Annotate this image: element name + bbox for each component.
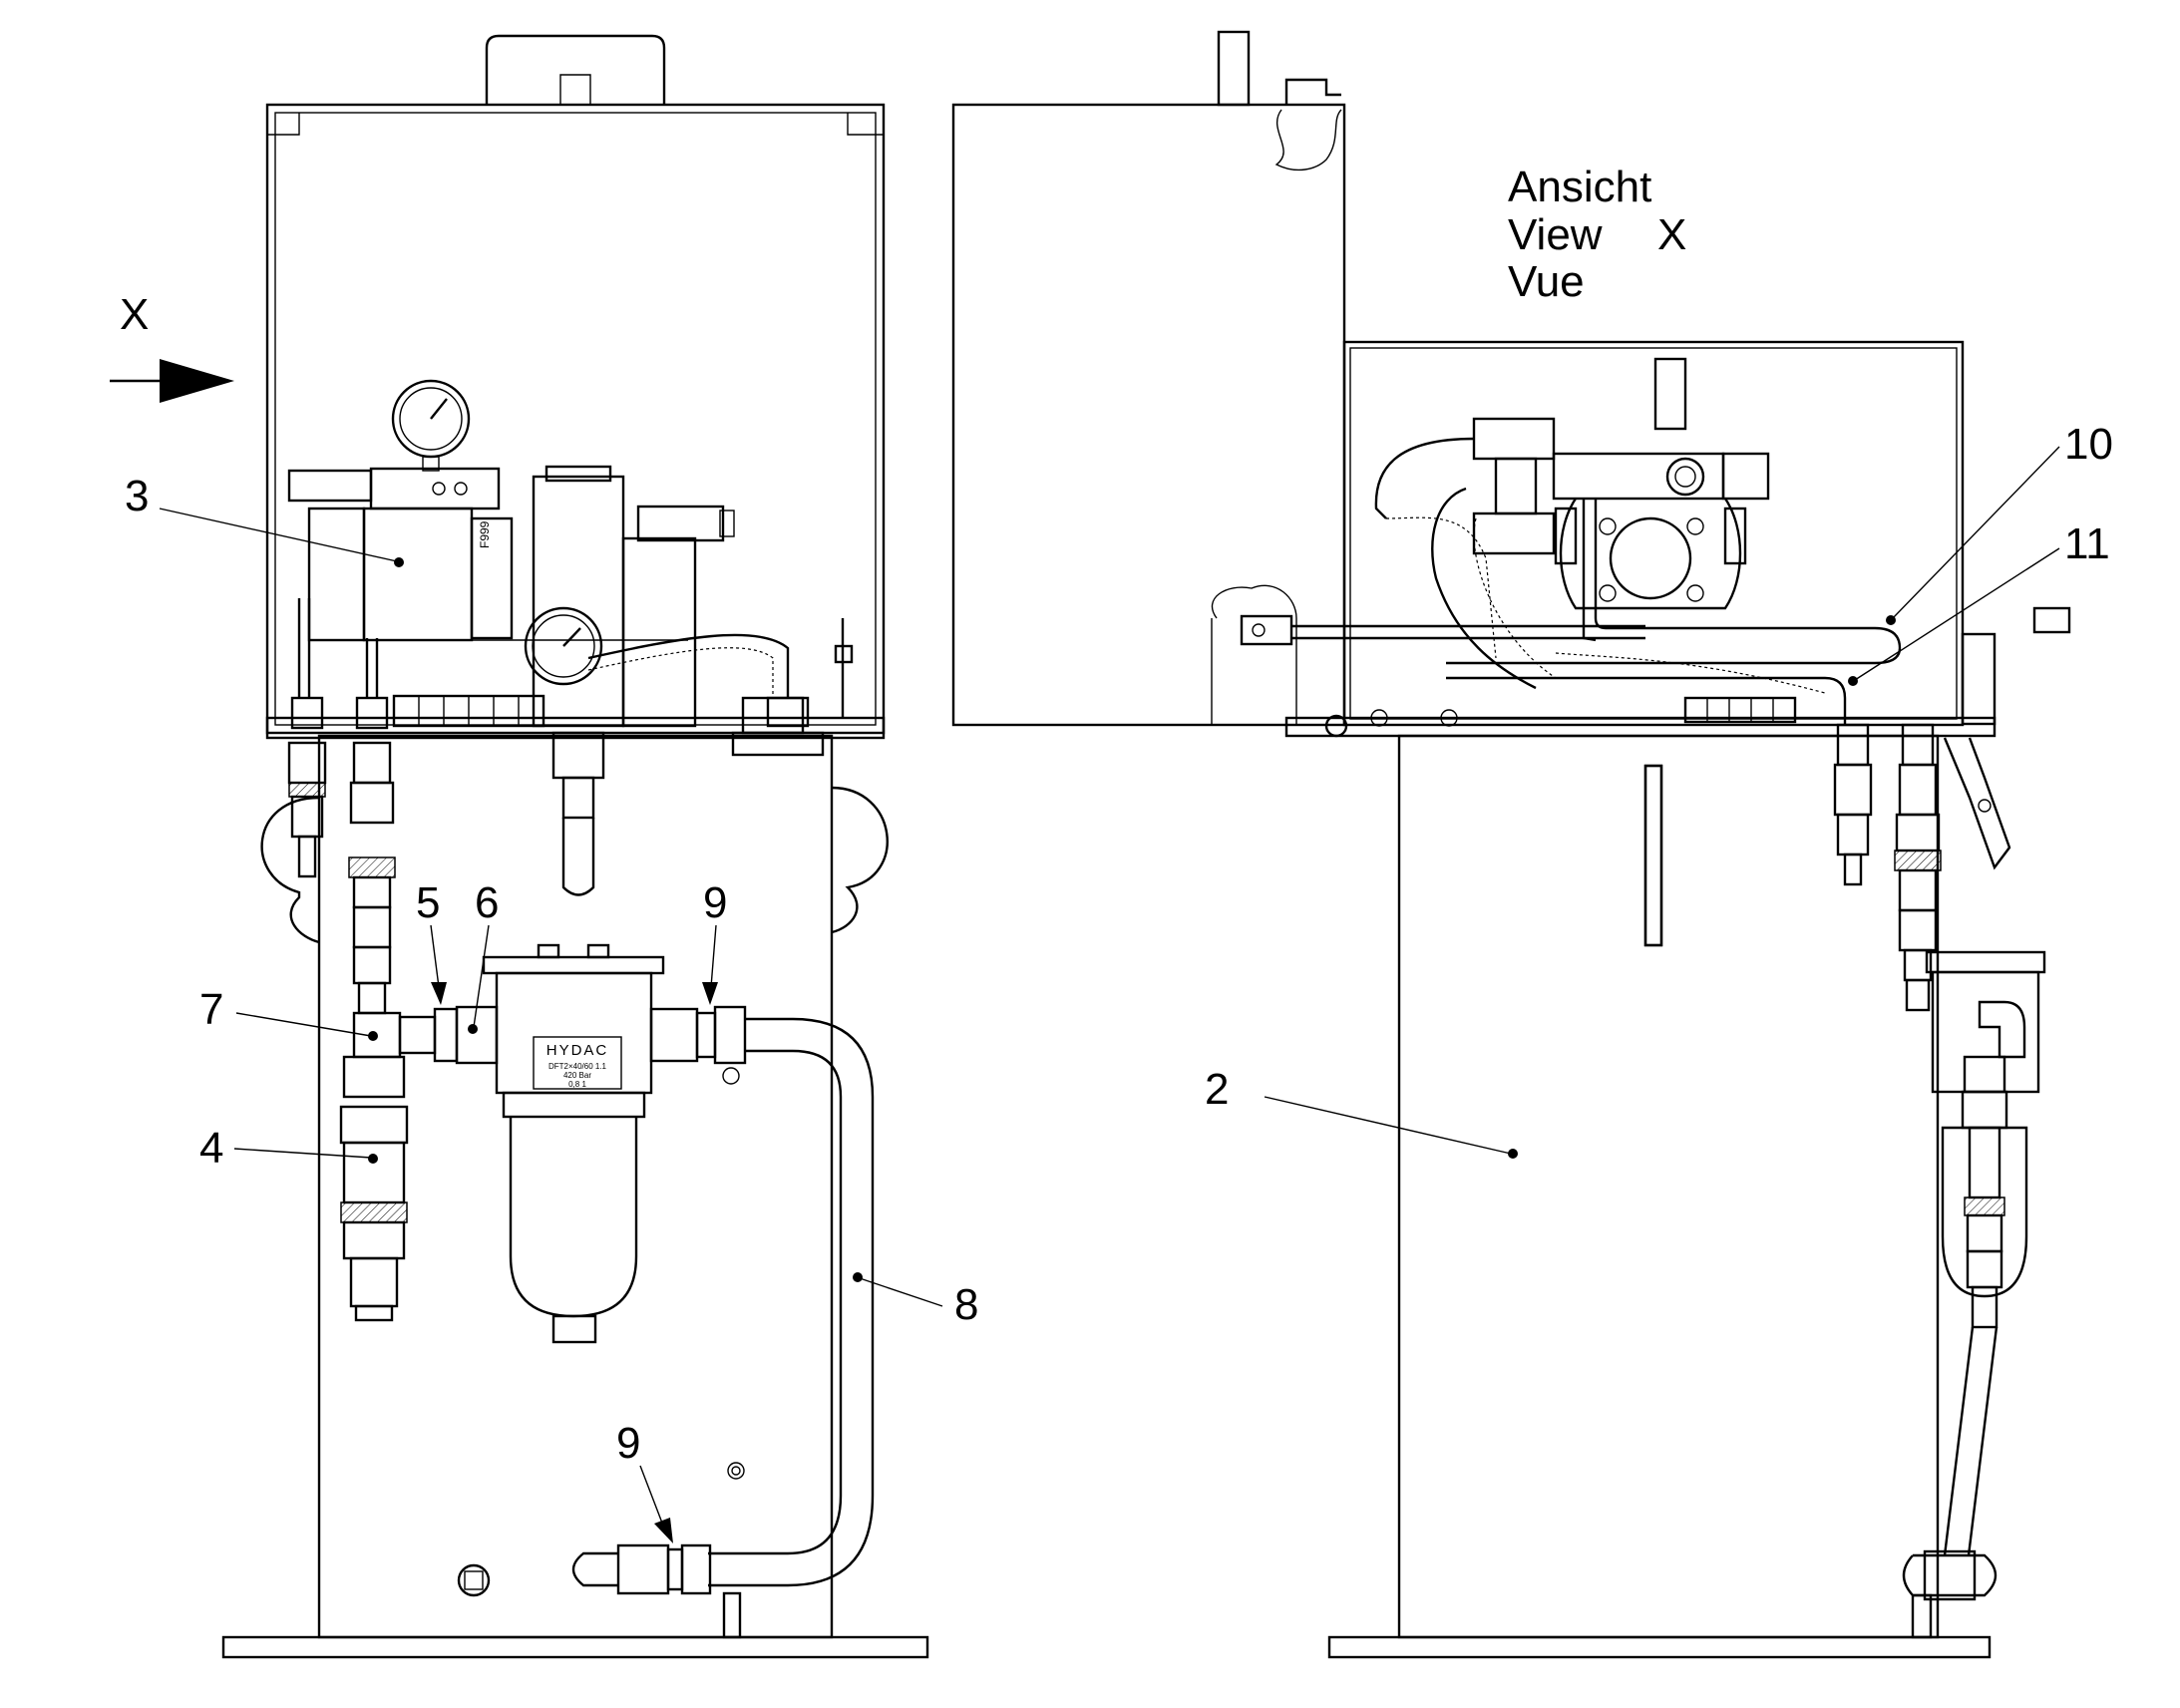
filter-brand: HYDAC [546,1042,609,1059]
adapter-6 [455,1005,499,1065]
callout-3: 3 [125,472,149,520]
view-title-line1: Ansicht [1508,163,1651,211]
pump-flange [1559,498,1742,610]
callout-7: 7 [199,985,223,1034]
adapter-5 [433,1007,459,1063]
callout-11: 11 [2064,519,2110,568]
pressure-gauge-lower [524,606,603,686]
valve-block-right [1552,452,1725,501]
callout-9-lower: 9 [616,1419,640,1468]
callout-10: 10 [2064,420,2113,469]
base-plate-left [221,1635,929,1659]
pipe-11 [1446,676,1847,725]
sight-glass [1643,764,1663,947]
view-title-letter: X [1657,210,1686,259]
column-left [317,734,834,1639]
view-arrow-head [160,359,234,403]
side-view-x [951,30,2071,1659]
cover-handle [485,34,666,105]
svg-text:420 Bar: 420 Bar [563,1071,591,1080]
lifting-lug-right [831,786,889,934]
callouts: Ansicht View Vue X X 2 3 4 5 6 7 8 [120,163,2113,1543]
valve-block [369,467,501,511]
callout-8: 8 [954,1280,978,1329]
front-view: F999 [110,34,929,1659]
view-title-line3: Vue [1508,257,1585,306]
callout-9-upper: 9 [703,878,727,927]
callout-4: 4 [199,1124,223,1173]
cover-box-left [265,103,886,735]
lifting-lug-left [260,796,320,944]
tank-right [1342,340,1965,727]
view-arrow-label: X [120,290,149,339]
solenoid-plug [636,505,725,542]
valve-lever [561,818,595,896]
cover-box-right [951,103,1346,727]
column-right [1397,734,1940,1639]
filter-bowl [509,1117,638,1318]
pipe-10 [1446,499,1902,665]
pump-body [532,475,625,728]
return-pipe [708,1017,875,1587]
view-title-line2: View [1508,210,1603,259]
callout-6: 6 [475,878,499,927]
gauge-tag: F999 [478,520,492,548]
shutoff-valve [551,731,605,780]
filter-bowl-right [1941,1126,2028,1298]
mount-plate-right [1284,716,1997,738]
base-plate-right [1327,1635,1992,1659]
solenoid-b [1472,512,1556,555]
solenoid-a [1472,417,1556,461]
svg-text:DFT2×40/60 1.1: DFT2×40/60 1.1 [548,1062,607,1071]
gauge-hose [587,633,790,698]
svg-text:0,8 1: 0,8 1 [568,1080,586,1089]
quick-coupling [342,1141,406,1204]
callout-5: 5 [416,878,440,927]
callout-2: 2 [1205,1065,1229,1114]
filter-head-right [1931,970,2040,1094]
solenoid-housing [362,507,474,642]
